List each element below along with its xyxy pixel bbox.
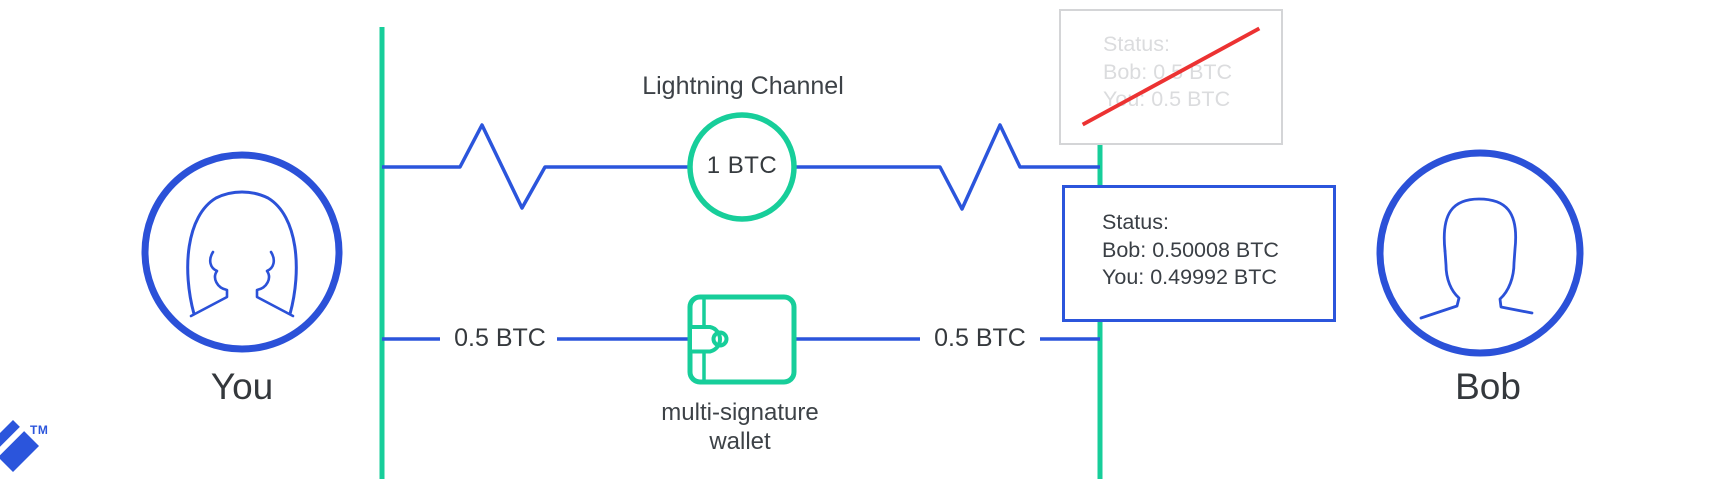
female-avatar-icon xyxy=(141,151,343,353)
current-status-box: Status: Bob: 0.50008 BTC You: 0.49992 BT… xyxy=(1062,185,1336,322)
wallet-icon xyxy=(687,294,797,385)
male-avatar-icon xyxy=(1376,149,1584,357)
current-status-you-balance: You: 0.49992 BTC xyxy=(1102,265,1277,289)
old-status-box: Status: Bob: 0.5 BTC You: 0.5 BTC xyxy=(1059,9,1283,145)
wallet-label-line2: wallet xyxy=(709,428,771,455)
actor-label-bob: Bob xyxy=(1455,366,1521,407)
old-status-title: Status: xyxy=(1103,32,1170,56)
current-status-bob-balance: Bob: 0.50008 BTC xyxy=(1102,237,1279,262)
channel-capacity-label: 1 BTC xyxy=(706,152,778,179)
old-status-you-balance: You: 0.5 BTC xyxy=(1103,87,1231,111)
toptal-logo-icon xyxy=(0,420,39,472)
strikethrough-line xyxy=(1081,26,1261,127)
wallet-label-line1: multi-signature xyxy=(661,399,819,426)
wallet-label: multi-signature wallet xyxy=(615,398,865,456)
current-status-title: Status: xyxy=(1102,210,1169,234)
trademark-label: TM xyxy=(30,423,49,437)
funding-left-amount: 0.5 BTC xyxy=(454,324,546,352)
channel-title: Lightning Channel xyxy=(642,72,844,100)
actor-label-you: You xyxy=(210,366,274,407)
funding-right-amount: 0.5 BTC xyxy=(934,324,1026,352)
channel-capacity-circle xyxy=(687,112,797,222)
